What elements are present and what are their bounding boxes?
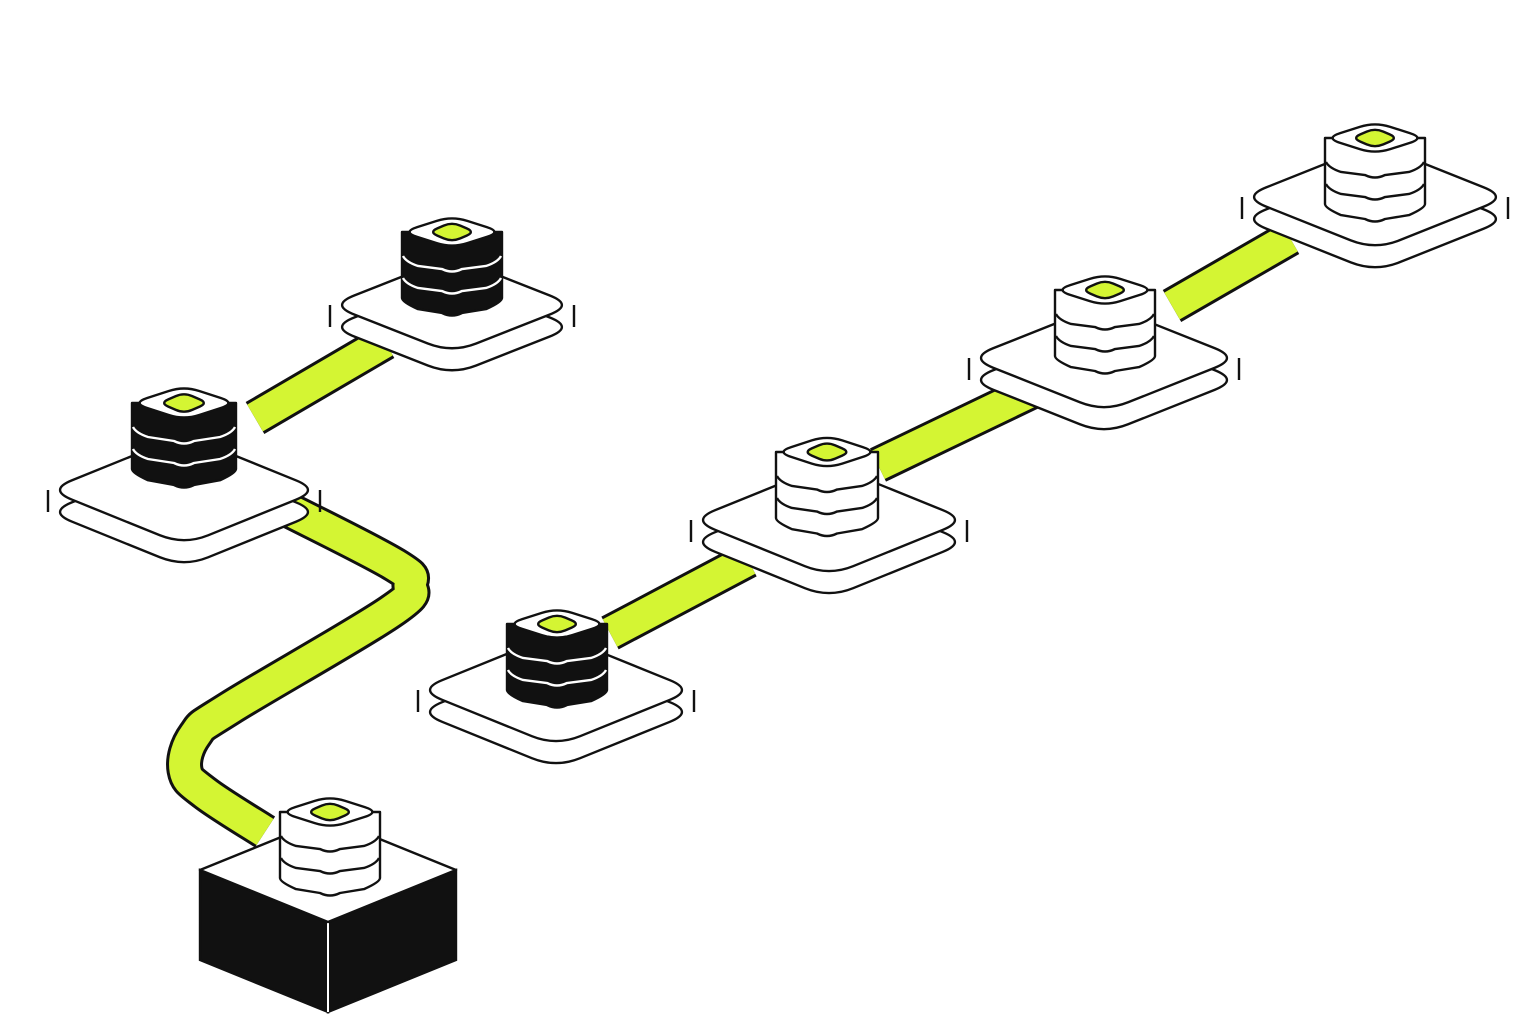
- status-light: [536, 614, 578, 634]
- status-light: [1084, 280, 1126, 300]
- status-light: [1354, 128, 1396, 148]
- connection-node-4-node-5: [601, 543, 757, 650]
- database-icon: [1053, 275, 1157, 375]
- database-icon: [1323, 123, 1427, 223]
- connection-layer: [166, 221, 1300, 848]
- node-2: [46, 387, 322, 564]
- connection-node-6-node-7: [1162, 221, 1300, 323]
- connection-node-1-node-2: [166, 491, 431, 848]
- status-light: [806, 442, 848, 462]
- database-icon: [278, 797, 382, 897]
- node-7: [1240, 123, 1510, 269]
- status-light: [309, 802, 351, 822]
- connection-node-5-node-6: [869, 375, 1039, 482]
- database-icon: [774, 436, 880, 538]
- node-3: [328, 217, 576, 372]
- node-6: [967, 275, 1241, 431]
- database-icon: [505, 609, 609, 709]
- node-4: [416, 609, 696, 765]
- status-light: [163, 393, 205, 413]
- database-icon: [400, 217, 504, 317]
- database-icon: [130, 387, 238, 489]
- connection-node-2-node-3: [245, 326, 395, 434]
- node-1: [198, 797, 458, 1014]
- status-light: [431, 222, 473, 242]
- node-layer: [46, 123, 1510, 1014]
- node-5: [689, 436, 969, 595]
